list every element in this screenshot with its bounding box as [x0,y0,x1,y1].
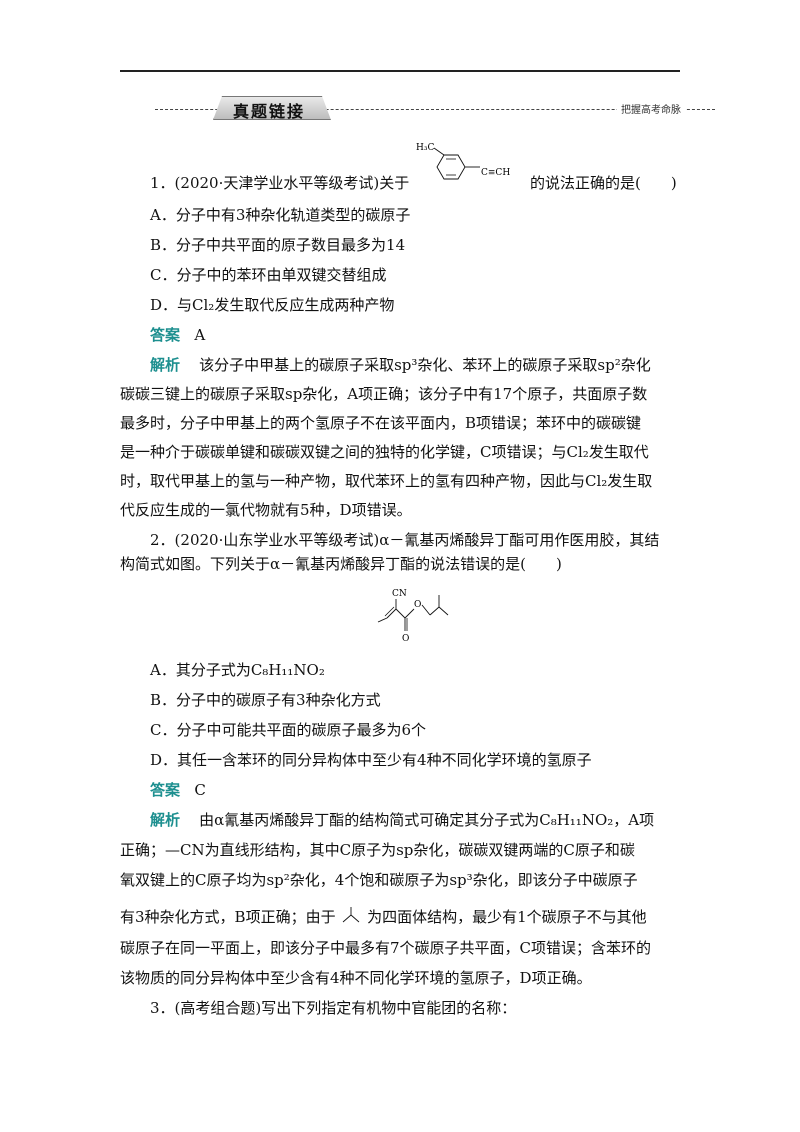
q1-answer-value: A [194,326,206,344]
q3-stem: 3．(高考组合题)写出下列指定有机物中官能团的名称： [150,999,517,1017]
q2-explanation-line-3: 氧双键上的C原子均为sp²杂化，4个饱和碳原子为sp³杂化，即该分子中碳原子 [120,871,638,889]
q2-answer-value: C [194,781,206,799]
q2-explanation-text-4a: 有3种杂化方式，B项正确；由于 [120,908,336,926]
q2-explanation-text-1: 由α氰基丙烯酸异丁酯的结构简式可确定其分子式为C₈H₁₁NO₂，A项 [199,811,655,829]
q1-option-b: B．分子中共平面的原子数目最多为14 [150,236,406,254]
top-rule [120,70,680,72]
section-title: 真题链接 [233,102,306,121]
q1-answer-label: 答案 [150,326,181,344]
q2-explanation-line-2: 正确；—CN为直线形结构，其中C原子为sp杂化，碳碳双键两端的C原子和碳 [120,841,635,859]
q1-option-c: C．分子中的苯环由单双键交替组成 [150,266,387,284]
q1-explanation-text-1: 该分子中甲基上的碳原子采取sp³杂化、苯环上的碳原子采取sp²杂化 [199,356,651,374]
q2-o-carbonyl-label: O [402,634,409,644]
q2-o-ester-label: O [414,600,421,610]
q1-option-a: A．分子中有3种杂化轨道类型的碳原子 [150,206,411,224]
q2-molecule-structure: CN O O [377,589,449,644]
q1-explanation-line-1: 解析 该分子中甲基上的碳原子采取sp³杂化、苯环上的碳原子采取sp²杂化 [150,355,651,375]
q1-option-d: D．与Cl₂发生取代反应生成两种产物 [150,296,395,314]
q1-answer-row: 答案 A [150,325,205,345]
q2-option-d: D．其任一含苯环的同分异构体中至少有4种不同化学环境的氢原子 [150,751,592,769]
q2-answer-label: 答案 [150,781,181,799]
q1-explanation-line-2: 碳碳三键上的碳原子采取sp杂化，A项正确；该分子中有17个原子，共面原子数 [120,385,648,403]
q2-explanation-line-5: 碳原子在同一平面上，即该分子中最多有7个碳原子共平面，C项错误；含苯环的 [120,939,652,957]
q2-explanation-text-4b: 为四面体结构，最少有1个碳原子不与其他 [367,908,647,926]
q2-option-a: A．其分子式为C₈H₁₁NO₂ [150,661,325,679]
banner-dashed-line [155,109,715,110]
q2-explanation-line-6: 该物质的同分异构体中至少含有4种不同化学环境的氢原子，D项正确。 [120,969,592,987]
q2-answer-row: 答案 C [150,780,206,800]
q2-option-c: C．分子中可能共平面的碳原子最多为6个 [150,721,427,739]
q1-alkyne-label: C≡CH [481,168,510,178]
section-banner: 真题链接 把握高考命脉 [155,96,715,121]
q2-explanation-label: 解析 [150,811,181,829]
q1-explanation-line-5: 时，取代甲基上的氢与一种产物，取代苯环上的氢有四种产物，因此与Cl₂发生取 [120,472,653,490]
q1-molecule-structure: H₃C C≡CH [416,143,510,180]
q2-cn-label: CN [392,589,407,599]
tetrahedral-carbon-icon [343,907,360,923]
q1-explanation-line-4: 是一种介于碳碳单键和碳碳双键之间的独特的化学键，C项错误；与Cl₂发生取代 [120,443,649,461]
q2-option-b: B．分子中的碳原子有3种杂化方式 [150,691,381,709]
q1-stem-before: 1．(2020·天津学业水平等级考试)关于 [150,174,410,192]
banner-tab [213,96,331,120]
q2-explanation-line-1: 解析 由α氰基丙烯酸异丁酯的结构简式可确定其分子式为C₈H₁₁NO₂，A项 [150,810,654,830]
q1-stem-after: 的说法正确的是( ) [530,174,677,192]
q2-stem-line-2: 构简式如图。下列关于α－氰基丙烯酸异丁酯的说法错误的是( ) [120,555,562,573]
q2-explanation-line-4: 有3种杂化方式，B项正确；由于 为四面体结构，最少有1个碳原子不与其他 [120,906,647,927]
q1-explanation-line-3: 最多时，分子中甲基上的两个氢原子不在该平面内，B项错误；苯环中的碳碳键 [120,414,642,432]
q1-explanation-label: 解析 [150,356,181,374]
q1-ch3-label: H₃C [416,143,434,153]
section-slogan: 把握高考命脉 [617,101,685,116]
q2-stem-line-1: 2．(2020·山东学业水平等级考试)α－氰基丙烯酸异丁酯可用作医用胶，其结 [150,531,660,549]
q1-explanation-line-6: 代反应生成的一氯代物就有5种，D项错误。 [120,501,412,519]
